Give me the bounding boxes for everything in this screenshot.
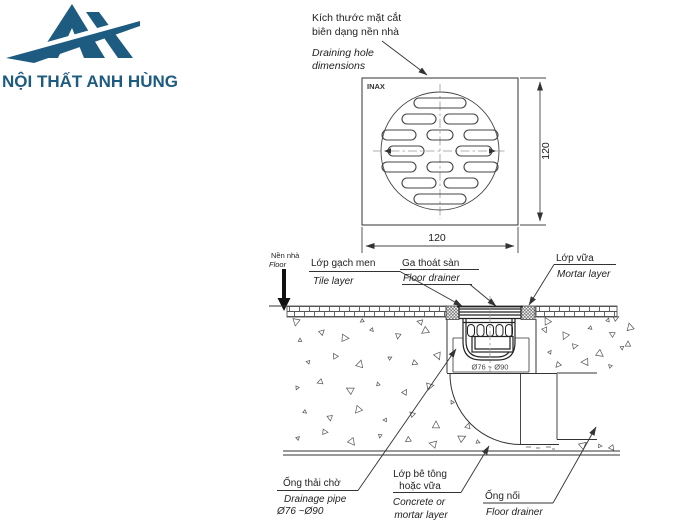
floor-label-en: Floor [269,260,287,269]
drain-pipe-label-size: Ø76 ~Ø90 [276,506,324,517]
dimension-width: 120 [361,227,519,253]
connector-label-vi: Ống nối [485,488,520,502]
mortar-label-en: Mortar layer [557,269,611,280]
drain-top-view: INAX 120 120 [361,77,552,253]
drain-pipe-label-vi: Ống thải chờ [283,475,341,489]
center-marker-left [384,148,391,154]
callout-vi-1: Kích thước mặt cắt [312,11,401,24]
tile-label: Lớp gạch men Tile layer [309,258,463,307]
concrete-label-vi-1: Lớp bê tông [393,469,447,480]
mortar-label: Lớp vữa Mortar layer [528,253,616,306]
mortar-label-vi: Lớp vữa [556,253,594,264]
dim-height-value: 120 [540,142,552,160]
tile-label-vi: Lớp gạch men [311,258,375,269]
floor-arrow-head [277,298,291,311]
drain-pipe-label-en: Drainage pipe [284,494,347,505]
drain-pipe-label: Ống thải chờ Drainage pipe Ø76 ~Ø90 [276,348,457,517]
grate-slots [381,97,499,205]
callout-en-1: Draining hole [312,47,374,59]
dim-width-value: 120 [428,232,446,244]
elbow-pipe [449,372,597,450]
drain-section-view: Nền nhà Floor [269,251,635,521]
callout-leader [381,40,428,76]
drainer-label: Ga thoát sàn Floor drainer [400,258,497,307]
drainer-label-en: Floor drainer [403,273,460,284]
water-seal-cup [471,335,514,353]
tile-layer-right [535,305,618,318]
dimension-height: 120 [520,77,552,226]
callout-vi-2: biên dạng nền nhà [312,26,399,38]
callout-en-2: dimensions [312,60,366,72]
connector-label-en: Floor drainer [486,507,543,518]
floor-label-vi: Nền nhà [271,251,300,260]
top-callout: Kích thước mặt cắt biên dạng nền nhà Dra… [312,11,428,76]
drainer-label-vi: Ga thoát sàn [402,258,459,269]
concrete-label-vi-2: hoặc vữa [399,481,441,492]
brand-name: NỘI THẤT ANH HÙNG [2,72,178,91]
concrete-label-en-2: mortar layer [394,510,448,521]
pipe-diameter-note: Ø76 ~ Ø90 [472,363,509,372]
slab-bottom-lines [283,450,620,456]
concrete-label: Lớp bê tông hoặc vữa Concrete or mortar … [393,445,490,521]
mortar-block-left [445,305,460,320]
tile-label-en: Tile layer [313,276,354,287]
floor-label: Nền nhà Floor [269,251,300,311]
center-marker-right [489,148,496,154]
connector-label: Ống nối Floor drainer [483,426,597,518]
concrete-aggregate [292,316,635,451]
floor-drainer-body [457,296,523,372]
concrete-label-en-1: Concrete or [393,497,446,508]
inax-brand-mark: INAX [367,82,385,91]
anh-hung-logo-icon [6,4,140,63]
mortar-block-right [520,305,536,320]
brand-logo: NỘI THẤT ANH HÙNG [2,4,178,91]
tile-layer-left [286,305,447,318]
